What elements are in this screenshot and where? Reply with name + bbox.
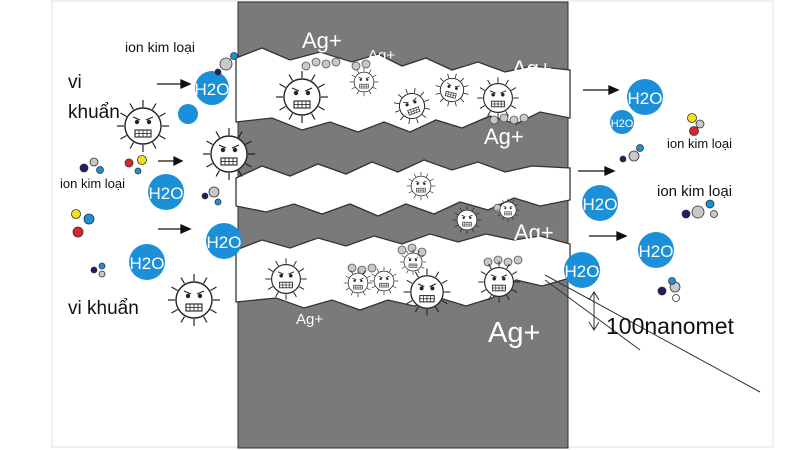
metal-ion-cluster bbox=[681, 199, 718, 219]
water-molecule: H2O bbox=[206, 223, 242, 259]
water-label: H2O bbox=[149, 184, 184, 203]
water-label: H2O bbox=[639, 242, 674, 261]
metal-ion-cluster bbox=[214, 52, 238, 76]
scale-indicator bbox=[544, 274, 761, 393]
water-droplet-small bbox=[178, 104, 198, 124]
pore-channel-middle bbox=[235, 159, 571, 217]
water-label: H2O bbox=[130, 254, 165, 273]
metal-ion-cluster bbox=[124, 155, 147, 175]
water-molecules: H2O H2O H2O H2O H2O H2O H2O H2O H2O bbox=[129, 71, 674, 288]
ag-label: Ag+ bbox=[494, 172, 534, 197]
text-labels: ion kim loại vi khuẩn ion kim loại vi kh… bbox=[60, 39, 734, 339]
water-label: H2O bbox=[207, 233, 242, 252]
label-scale: 100nanomet bbox=[606, 313, 734, 339]
label-ion-right-low: ion kim loại bbox=[657, 183, 732, 200]
ag-label: Ag+ bbox=[350, 241, 377, 258]
water-label: H2O bbox=[628, 89, 663, 108]
water-label: H2O bbox=[583, 195, 618, 214]
ag-label: Ag+ bbox=[484, 124, 524, 149]
flow-arrows bbox=[157, 78, 628, 242]
metal-ion-cluster bbox=[619, 144, 644, 163]
water-molecule: H2O bbox=[638, 232, 674, 268]
label-microbe-top-line2: khuẩn bbox=[68, 102, 120, 123]
water-molecule: H2O bbox=[129, 244, 165, 280]
metal-ions bbox=[71, 52, 718, 302]
ag-label: Ag+ bbox=[488, 317, 540, 349]
ag-label: Ag+ bbox=[296, 311, 323, 328]
ag-label: Ag+ bbox=[512, 56, 552, 81]
water-molecule: H2O bbox=[610, 110, 634, 134]
metal-ion-cluster bbox=[657, 277, 681, 302]
silver-ion-labels: Ag+ Ag+ Ag+ Ag+ Ag+ Ag+ Ag+ Ag+ Ag+ Ag+ bbox=[296, 28, 554, 349]
label-ion-left-top: ion kim loại bbox=[125, 39, 195, 55]
water-molecule: H2O bbox=[195, 71, 230, 105]
ag-label: Ag+ bbox=[340, 105, 367, 122]
water-molecule: H2O bbox=[582, 185, 618, 221]
metal-ion-cluster bbox=[90, 262, 106, 278]
ag-label: Ag+ bbox=[514, 220, 554, 245]
ag-label: Ag+ bbox=[368, 47, 395, 64]
label-microbe-top-line1: vi bbox=[68, 72, 82, 93]
water-molecule: H2O bbox=[564, 252, 600, 288]
metal-ion-cluster bbox=[687, 113, 705, 136]
metal-ion-cluster bbox=[71, 209, 95, 238]
water-molecule: H2O bbox=[148, 174, 184, 210]
water-label: H2O bbox=[611, 118, 634, 130]
pore-channel-top bbox=[235, 47, 571, 133]
label-ion-left-mid: ion kim loại bbox=[60, 176, 125, 191]
ag-label: Ag+ bbox=[302, 28, 342, 53]
metal-ion-cluster bbox=[79, 157, 104, 174]
silver-particles bbox=[301, 57, 529, 275]
label-microbe-bottom: vi khuẩn bbox=[68, 298, 139, 319]
water-label: H2O bbox=[195, 80, 230, 99]
water-label: H2O bbox=[565, 262, 600, 281]
water-molecule: H2O bbox=[627, 79, 663, 115]
label-ion-right-mid: ion kim loại bbox=[667, 136, 732, 151]
metal-ion-cluster bbox=[201, 186, 222, 206]
